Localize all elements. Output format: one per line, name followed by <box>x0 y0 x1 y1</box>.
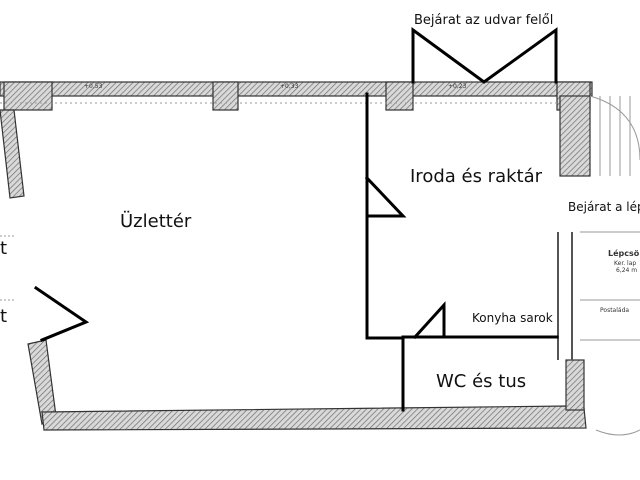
shop-floor-label: Üzlettér <box>120 210 192 232</box>
column-mid <box>212 81 239 111</box>
courtyard-door <box>411 27 558 84</box>
office-door-swing <box>364 175 407 218</box>
dimension-label-1: +0,53 <box>84 83 103 90</box>
stairwell-area: 6,24 m <box>616 267 637 274</box>
kitchen-corner-label: Konyha sarok <box>472 311 553 325</box>
left-mark-2: t <box>0 306 7 327</box>
drawn-partitions <box>33 27 559 412</box>
office-partition <box>365 92 405 412</box>
office-storage-label: Iroda és raktár <box>410 166 543 187</box>
bottom-wall <box>41 405 587 431</box>
stairwell-title: Lépcsö <box>608 248 640 258</box>
wc-shower-label: WC és tus <box>436 371 526 392</box>
column-left <box>3 81 53 111</box>
left-mark-1: t <box>0 238 7 259</box>
left-wall-upper <box>0 109 25 199</box>
drafting-details <box>0 95 640 436</box>
mailbox-label: Postaláda <box>600 307 629 314</box>
top-wall <box>0 81 593 97</box>
shop-door-swing <box>33 285 90 342</box>
right-upper-column <box>559 95 591 177</box>
stairwell-line-2: Ker. lap <box>614 260 636 267</box>
right-lower-wall <box>565 359 585 411</box>
architectural-walls <box>0 81 593 431</box>
wc-door-swing <box>412 301 446 340</box>
courtyard-entrance-label: Bejárat az udvar felől <box>414 13 553 28</box>
column-door-left <box>385 81 414 111</box>
dimension-label-2: +0,33 <box>280 83 299 90</box>
dimension-label-3: +0,23 <box>448 83 467 90</box>
stairs-entrance-label: Bejárat a lép <box>568 200 640 214</box>
